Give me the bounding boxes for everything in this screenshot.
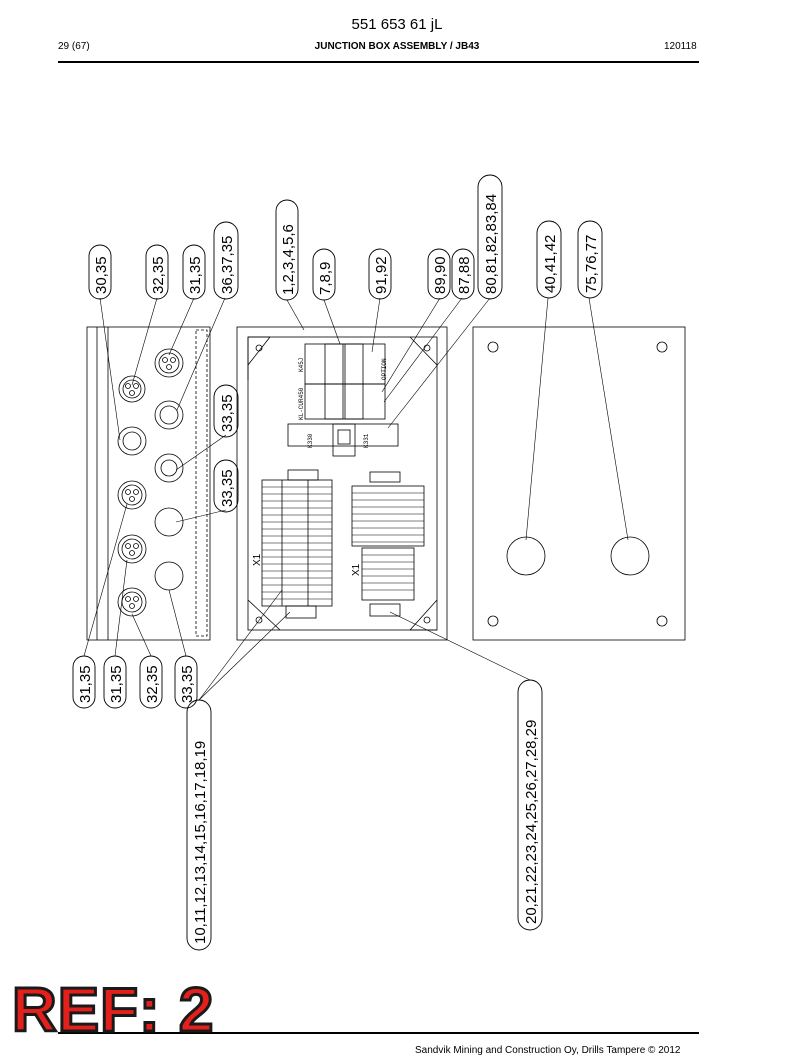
callout-87-88: 87,88 (456, 256, 473, 294)
callout-32-35-bottom: 32,35 (144, 665, 161, 703)
terminal-rows-left (262, 486, 332, 600)
label-k330: K330 (307, 433, 314, 448)
callout-80-84: 80,81,82,83,84 (483, 194, 500, 294)
callout-89-90: 89,90 (432, 256, 449, 294)
label-kl-cur: KL-CUR450 (298, 387, 305, 420)
callout-31-35-bottom-a: 31,35 (77, 665, 94, 703)
label-x1-left: X1 (252, 553, 263, 566)
page-number: 29 (67) (58, 41, 90, 52)
document-date: 120118 (664, 41, 697, 52)
side-view (86, 326, 211, 641)
callout-1-6: 1,2,3,4,5,6 (280, 224, 297, 295)
callout-91-92: 91,92 (373, 256, 390, 294)
terminal-rows-right (352, 492, 424, 591)
footer-rule (58, 1032, 699, 1034)
callout-75-77: 75,76,77 (583, 235, 600, 293)
label-k331: K331 (363, 433, 370, 448)
callout-30-35: 30,35 (93, 256, 110, 294)
callout-7-9: 7,8,9 (317, 262, 334, 295)
label-option: OPTION (381, 358, 388, 380)
callout-32-35-top: 32,35 (150, 256, 167, 294)
callout-36-37-35: 36,37,35 (219, 236, 236, 294)
callout-33-35-b: 33,35 (219, 469, 236, 507)
copyright-text: Sandvik Mining and Construction Oy, Dril… (415, 1045, 681, 1056)
header-rule (58, 61, 699, 63)
callout-33-35-bottom: 33,35 (179, 665, 196, 703)
ref-stamp: REF: 2 (10, 976, 215, 1045)
label-x1-right: X1 (351, 563, 362, 576)
callout-20-29: 20,21,22,23,24,25,26,27,28,29 (523, 720, 540, 924)
callout-40-42: 40,41,42 (542, 235, 559, 293)
callout-31-35-top: 31,35 (187, 256, 204, 294)
callout-33-35-a: 33,35 (219, 394, 236, 432)
callout-bubbles (72, 174, 603, 951)
lid-view (472, 326, 686, 641)
document-number: 551 653 61 jL (351, 16, 443, 33)
leader-lines (83, 297, 629, 701)
callout-31-35-bottom-b: 31,35 (108, 665, 125, 703)
callout-10-19: 10,11,12,13,14,15,16,17,18,19 (192, 741, 209, 944)
page-title: JUNCTION BOX ASSEMBLY / JB43 (314, 41, 480, 52)
interior-view (236, 326, 448, 641)
label-k45j: K45J (298, 358, 305, 372)
